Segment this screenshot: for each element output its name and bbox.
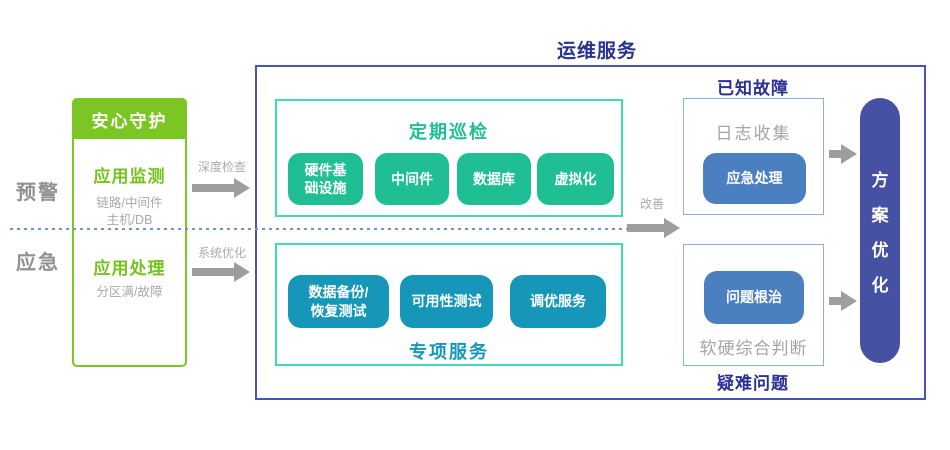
- guard-panel-header: 安心守护: [73, 99, 186, 139]
- inspection-title: 定期巡检: [409, 122, 489, 142]
- chip-label: 虚拟化: [554, 170, 597, 187]
- phase-divider-dotted-line: [10, 228, 628, 230]
- chip-label: 数据库: [473, 170, 515, 187]
- emergency-label: 应急: [16, 252, 60, 274]
- app-monitor-detail-1: 链路/中间件: [96, 196, 163, 210]
- arrow-right-icon: [192, 178, 250, 198]
- app-monitor-title: 应用监测: [93, 167, 166, 186]
- inspection-item-hardware: 硬件基 础设施: [288, 153, 363, 205]
- improve-arrow-label: 改善: [639, 197, 664, 211]
- app-monitor-detail-2: 主机/DB: [106, 213, 153, 227]
- known-fault-title: 已知故障: [717, 79, 789, 98]
- arrow-right-icon: [192, 262, 250, 282]
- inspection-item-middleware: 中间件: [375, 153, 449, 205]
- chip-label: 可用性测试: [411, 293, 482, 310]
- judge-label: 软硬综合判断: [699, 339, 808, 358]
- ops-panel-title: 运维服务: [556, 41, 637, 62]
- log-collect-label: 日志收集: [715, 124, 792, 143]
- inspection-group: 定期巡检 硬件基 础设施 中间件 数据库 虚拟化: [275, 99, 623, 217]
- special-item-backup: 数据备份/ 恢复测试: [288, 275, 389, 328]
- special-service-title: 专项服务: [409, 342, 489, 362]
- arrow-right-icon: [829, 291, 857, 311]
- inspection-item-database: 数据库: [457, 153, 531, 205]
- arrow-right-icon: [627, 218, 680, 238]
- warning-label: 预警: [16, 182, 60, 204]
- deep-check-arrow-label: 深度检查: [197, 160, 246, 174]
- solution-char: 化: [871, 275, 889, 295]
- difficult-problem-title: 疑难问题: [717, 374, 789, 393]
- inspection-item-virtualization: 虚拟化: [537, 153, 614, 205]
- solution-char: 方: [871, 170, 889, 190]
- system-optimize-arrow-label: 系统优化: [197, 246, 246, 260]
- solution-optimize-pill: 方 案 优 化: [860, 98, 900, 363]
- chip-label: 调优服务: [530, 293, 586, 310]
- chip-label: 础设施: [304, 180, 347, 196]
- emergency-handle-chip: 应急处理: [703, 153, 806, 204]
- difficult-problem-group: 问题根治 软硬综合判断: [683, 244, 824, 366]
- special-item-tuning: 调优服务: [510, 275, 606, 328]
- special-item-availability: 可用性测试: [400, 275, 493, 328]
- special-service-group: 数据备份/ 恢复测试 可用性测试 调优服务 专项服务: [275, 243, 623, 366]
- solution-char: 案: [871, 205, 889, 225]
- guard-panel: 安心守护 应用监测 链路/中间件 主机/DB 应用处理 分区满/故障: [72, 98, 187, 367]
- chip-label: 数据备份/: [308, 284, 369, 301]
- chip-label: 问题根治: [726, 289, 782, 306]
- solution-char: 优: [871, 240, 889, 260]
- known-fault-group: 日志收集 应急处理: [683, 98, 824, 215]
- chip-label: 中间件: [391, 170, 433, 187]
- root-cure-chip: 问题根治: [704, 271, 804, 324]
- chip-label: 应急处理: [726, 170, 783, 187]
- chip-label: 恢复测试: [310, 302, 367, 319]
- app-handle-detail-1: 分区满/故障: [96, 285, 163, 299]
- app-handle-title: 应用处理: [93, 259, 166, 278]
- chip-label: 硬件基: [304, 161, 347, 178]
- arrow-right-icon: [829, 144, 857, 164]
